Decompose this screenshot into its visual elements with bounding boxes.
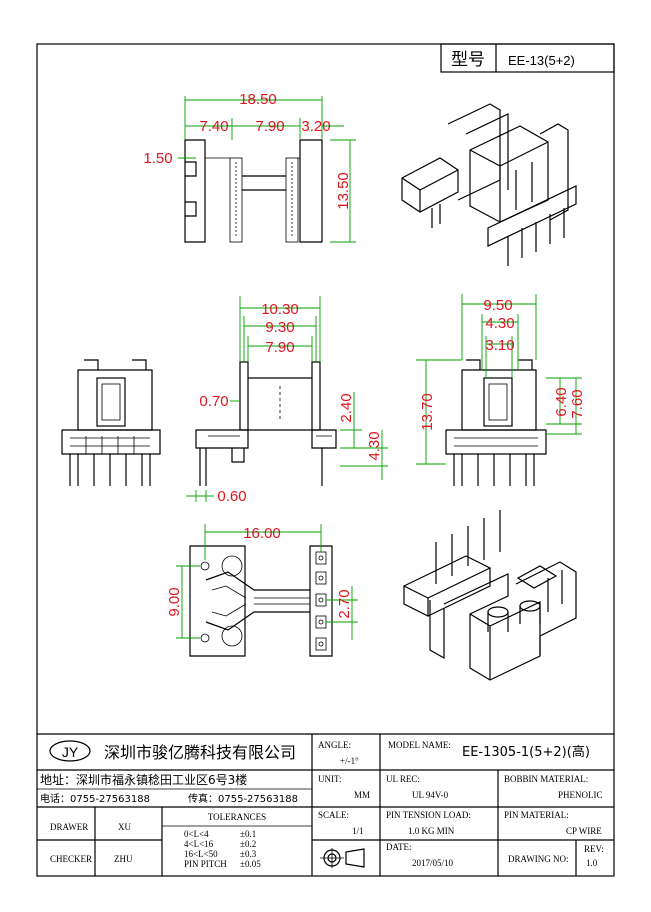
dim-text: 7.40 — [199, 118, 228, 135]
fax: 传真：0755-27563188 — [188, 792, 298, 805]
scale-label: SCALE: — [318, 810, 349, 820]
bottom-view — [189, 545, 333, 657]
logo-text: JY — [62, 744, 79, 760]
dim-text: 13.50 — [335, 172, 352, 210]
date-label: DATE: — [386, 842, 412, 852]
front-view-dimensions: 9.50 4.30 3.10 13.70 6.40 7.60 — [416, 294, 586, 465]
drawer-label: DRAWER — [50, 822, 88, 832]
title-block: JY 深圳市骏亿腾科技有限公司 地址：深圳市福永镇稔田工业区6号3楼 电话：07… — [37, 733, 614, 876]
dim-text: 3.10 — [485, 337, 514, 354]
angle-label: ANGLE: — [318, 740, 351, 750]
dim-text: 3.20 — [301, 118, 330, 135]
ul-value: UL 94V-0 — [412, 790, 449, 800]
dim-text: 18.50 — [239, 91, 277, 108]
isometric-view-top — [401, 103, 577, 266]
dim-text: 10.30 — [261, 301, 299, 318]
dim-text: 9.30 — [265, 319, 294, 336]
side-view — [195, 361, 337, 486]
pin-tension-value: 1.0 KG MIN — [408, 826, 455, 836]
unit-value: MM — [354, 790, 370, 800]
tolerance-value: ±0.1 — [240, 829, 256, 839]
dim-text: 1.50 — [143, 150, 172, 167]
dim-text: 4.30 — [366, 431, 383, 460]
angle-value: +/-1° — [340, 756, 359, 766]
tolerance-value: ±0.3 — [240, 849, 257, 859]
dim-text: 16.00 — [243, 525, 281, 542]
tolerance-range: 16<L<50 — [184, 849, 218, 859]
checker-value: ZHU — [114, 854, 133, 864]
dim-text: 9.00 — [166, 587, 183, 616]
pin-tension-label: PIN TENSION LOAD: — [386, 810, 471, 820]
tolerance-value: ±0.05 — [240, 859, 261, 869]
dim-text: 0.70 — [199, 393, 228, 410]
ul-label: UL REC: — [386, 774, 420, 784]
model-header: 型号 EE-13(5+2) — [440, 43, 615, 73]
front-view — [445, 359, 547, 486]
side-view-dimensions: 10.30 9.30 7.90 0.70 2.40 4.30 0.60 — [186, 296, 388, 505]
bobbin-value: PHENOLIC — [558, 790, 603, 800]
type-label: 型号 — [451, 50, 485, 70]
bobbin-label: BOBBIN MATERIAL: — [504, 774, 588, 784]
tolerances-label: TOLERANCES — [208, 812, 266, 822]
drawer-value: XU — [118, 822, 131, 832]
dim-text: 7.90 — [255, 118, 284, 135]
unit-label: UNIT: — [318, 774, 342, 784]
dim-text: 7.60 — [569, 389, 586, 418]
dim-text: 4.30 — [485, 315, 514, 332]
pin-material-label: PIN MATERIAL: — [504, 810, 569, 820]
top-view — [184, 139, 323, 243]
pin-material-value: CP WIRE — [566, 826, 602, 836]
top-view-dimensions: 18.50 7.40 7.90 3.20 1.50 13.50 — [143, 91, 356, 243]
dim-text: 13.70 — [419, 393, 436, 431]
model-value: EE-1305-1(5+2)(高) — [462, 744, 590, 760]
dim-text: 2.40 — [338, 393, 355, 422]
scale-value: 1/1 — [352, 826, 364, 836]
end-view — [61, 359, 161, 486]
phone: 电话：0755-27563188 — [40, 792, 150, 805]
type-value: EE-13(5+2) — [508, 53, 575, 68]
tolerance-range: 0<L<4 — [184, 829, 209, 839]
dim-text: 2.70 — [336, 589, 353, 618]
tolerance-range: PIN PITCH — [184, 859, 227, 869]
tolerance-value: ±0.2 — [240, 839, 256, 849]
rev-label: REV: — [584, 844, 604, 854]
company-name: 深圳市骏亿腾科技有限公司 — [104, 743, 296, 762]
drawing-no-label: DRAWING NO: — [508, 854, 569, 864]
dim-text: 9.50 — [483, 297, 512, 314]
bottom-view-dimensions: 16.00 9.00 2.70 — [166, 524, 358, 640]
tolerance-range: 4<L<16 — [184, 839, 214, 849]
sheet-border — [36, 43, 615, 877]
dim-text: 6.40 — [553, 387, 570, 416]
address: 地址：深圳市福永镇稔田工业区6号3楼 — [40, 772, 247, 787]
date-value: 2017/05/10 — [412, 858, 454, 868]
dim-text: 0.60 — [217, 488, 246, 505]
projection-symbol-icon — [320, 848, 365, 868]
isometric-view-bottom — [402, 510, 577, 681]
rev-value: 1.0 — [586, 858, 598, 868]
model-label: MODEL NAME: — [388, 740, 451, 750]
company-logo — [49, 740, 91, 762]
dim-text: 7.90 — [265, 339, 294, 356]
checker-label: CHECKER — [50, 854, 92, 864]
